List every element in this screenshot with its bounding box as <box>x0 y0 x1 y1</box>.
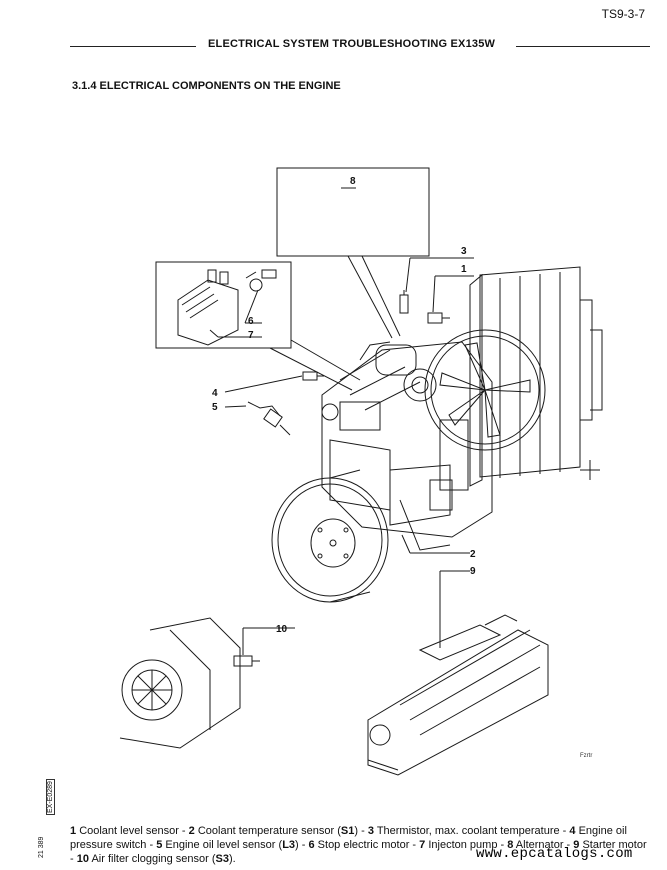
page-number: TS9-3-7 <box>601 7 645 21</box>
callout-7: 7 <box>248 330 254 341</box>
callout-1: 1 <box>461 264 467 275</box>
callout-2: 2 <box>470 549 476 560</box>
flywheel-drawing <box>271 469 389 603</box>
callout-5: 5 <box>212 402 218 413</box>
legend-item-8: 8 Alternator - <box>507 839 574 851</box>
legend-item-6: 6 Stop electric motor - <box>308 839 420 851</box>
legend-caption: 1 Coolant level sensor - 2 Coolant tempe… <box>70 824 650 866</box>
callout-3: 3 <box>461 246 467 257</box>
inset-box-injection-pump <box>155 261 292 349</box>
figure-mark: Fzrtr <box>580 753 592 759</box>
legend-item-9: 9 Starter motor - <box>70 839 647 865</box>
inset-box-alternator <box>276 167 430 257</box>
callout-6: 6 <box>248 316 254 327</box>
injection-pump-drawing <box>177 269 277 346</box>
callout-8: 8 <box>350 176 356 187</box>
legend-item-10: 10 Air filter clogging sensor (S3). <box>76 853 236 865</box>
legend-item-4: 4 Engine oil pressure switch - <box>70 825 627 851</box>
callout-10: 10 <box>276 624 288 635</box>
watermark: www.epcatalogs.com <box>476 846 633 862</box>
legend-item-3: 3 Thermistor, max. coolant temperature - <box>367 825 570 837</box>
sensor-5-drawing <box>247 401 291 436</box>
sensor-4-drawing <box>302 371 324 381</box>
side-code-a: 21 389 <box>38 836 45 858</box>
radiator-drawing <box>424 266 603 487</box>
air-filter-drawing <box>119 617 260 749</box>
header-rule-left <box>70 46 196 47</box>
sensor-3-drawing <box>399 290 409 314</box>
side-code: 21 389 EX-E0289 <box>38 770 55 860</box>
side-code-b: EX-E0289 <box>46 779 55 815</box>
sensor-1-drawing <box>427 312 450 324</box>
legend-item-5: 5 Engine oil level sensor (L3) - <box>156 839 309 851</box>
callout-4: 4 <box>212 388 218 399</box>
header-title: ELECTRICAL SYSTEM TROUBLESHOOTING EX135W <box>208 38 496 50</box>
callout-9: 9 <box>470 566 476 577</box>
engine-figure: 8 3 1 6 7 4 5 2 9 10 Fzrtr <box>119 167 603 776</box>
legend-item-1: 1 Coolant level sensor - <box>70 825 189 837</box>
legend-item-7: 7 Injecton pump - <box>419 839 508 851</box>
legend-item-2: 2 Coolant temperature sensor (S1) - <box>188 825 368 837</box>
starter-motor-drawing <box>367 614 549 776</box>
engine-block-drawing <box>321 341 493 551</box>
section-title: 3.1.4 ELECTRICAL COMPONENTS ON THE ENGIN… <box>72 80 341 92</box>
header-rule-right <box>516 46 650 47</box>
